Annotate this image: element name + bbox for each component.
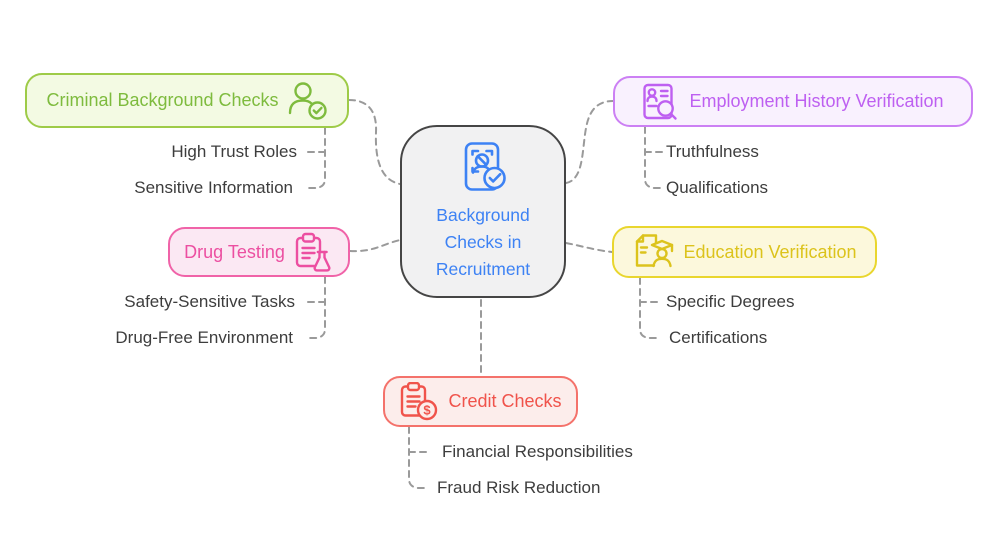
connector-drug-center [349, 239, 401, 253]
subtopic-label: Sensitive Information [134, 178, 293, 197]
connector-education-children [639, 277, 658, 339]
connector-drug-children [306, 276, 326, 339]
connector-center-employment [565, 100, 614, 184]
branch-node-employment-history-verification[interactable]: Employment History Verification [613, 76, 973, 127]
branch-label: Drug Testing [184, 241, 285, 262]
central-node-label: Background Checks in Recruitment [435, 204, 531, 279]
subtopic-label: Financial Responsibilities [442, 442, 633, 461]
subtopic-label: Safety-Sensitive Tasks [124, 292, 295, 311]
branch-node-education-verification[interactable]: Education Verification [612, 226, 877, 278]
person-check-icon [288, 81, 327, 120]
subtopic-label: Truthfulness [666, 142, 759, 161]
resume-search-icon [643, 83, 678, 120]
branch-node-drug-testing[interactable]: Drug Testing [168, 227, 350, 277]
connector-center-education [565, 242, 613, 253]
subtopic-label: Qualifications [666, 178, 769, 197]
id-scan-check-icon [464, 141, 506, 191]
branch-node-criminal-background-checks[interactable]: Criminal Background Checks [25, 73, 349, 128]
clipboard-dollar-icon: $ [401, 381, 438, 420]
subtopic-label: Drug-Free Environment [115, 328, 293, 347]
svg-text:$: $ [424, 402, 432, 417]
connector-criminal-center [348, 99, 401, 185]
subtopic-label: Certifications [669, 328, 768, 347]
subtopic-label: Specific Degrees [666, 292, 795, 311]
branch-node-credit-checks[interactable]: $ Credit Checks [383, 376, 578, 427]
subtopic-label: High Trust Roles [171, 142, 297, 161]
branch-label: Credit Checks [448, 391, 562, 411]
connector-employment-children [644, 126, 662, 189]
connector-criminal-children [306, 127, 326, 189]
certificate-graduate-icon [636, 234, 674, 268]
central-node-background-checks[interactable]: Background Checks in Recruitment [400, 125, 566, 298]
clipboard-flask-icon [295, 232, 331, 272]
branch-label: Employment History Verification [689, 91, 944, 111]
subtopic-label: Fraud Risk Reduction [437, 478, 601, 497]
connector-credit-children [408, 426, 428, 489]
branch-label: Education Verification [683, 241, 857, 262]
branch-label: Criminal Background Checks [46, 90, 279, 110]
